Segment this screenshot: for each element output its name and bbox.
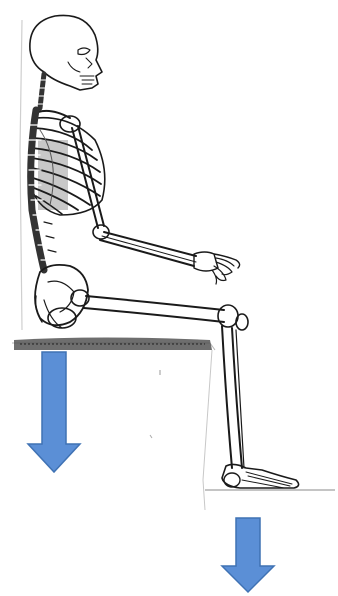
forearm [100, 232, 196, 266]
skeleton-illustration [28, 15, 299, 488]
foot-load-arrow [222, 518, 274, 592]
pelvis [35, 265, 88, 328]
femur [71, 290, 238, 327]
hand [194, 252, 240, 284]
seat-load-arrow [28, 352, 80, 472]
kneecap [236, 314, 248, 330]
lower-leg [222, 326, 244, 468]
skull [30, 15, 102, 90]
backrest-line [20, 20, 22, 330]
cervical-spine [35, 74, 48, 108]
foot [222, 464, 299, 488]
